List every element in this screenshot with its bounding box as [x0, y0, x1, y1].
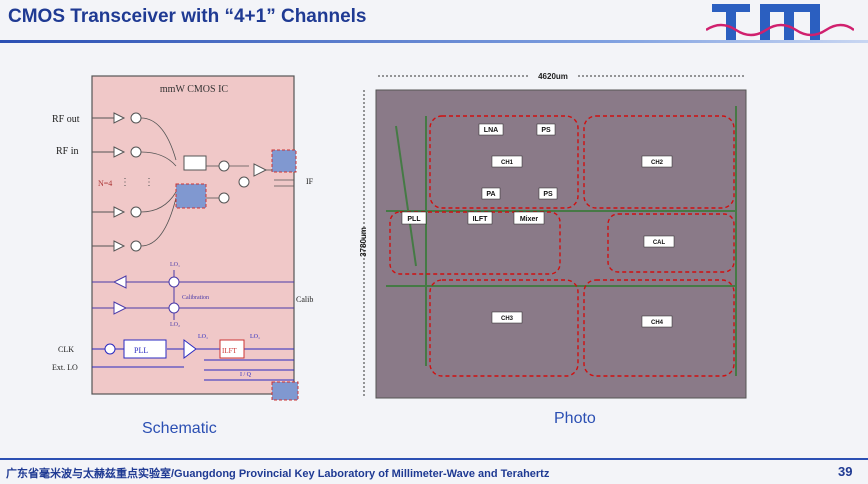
chip-photo: 4620um 3780um LNA PS CH1 PA PS CH2 PLL — [359, 69, 747, 399]
pll-photo-label: PLL — [407, 216, 421, 223]
height-dimension: 3780um — [359, 227, 368, 257]
footer-divider — [0, 458, 868, 460]
die-area — [375, 89, 747, 399]
ch1-region — [429, 115, 579, 209]
lab-logo — [706, 4, 854, 40]
calib-if-label: Calib. IF — [296, 295, 314, 304]
width-dimension: 4620um — [538, 72, 568, 81]
ch3-label: CH3 — [501, 316, 514, 322]
lo1-label: LO₁ — [170, 262, 180, 268]
pll-label: PLL — [134, 346, 148, 355]
calibration-label: Calibration — [182, 295, 209, 301]
clk-label: CLK — [58, 345, 74, 354]
ch1-label: CH1 — [501, 160, 514, 166]
pa-label: PA — [486, 191, 495, 198]
title-divider — [0, 40, 868, 43]
ch4-label: CH4 — [651, 320, 664, 326]
photo-caption: Photo — [554, 410, 596, 427]
if-block-highlight — [271, 149, 297, 173]
svg-text:⋮: ⋮ — [144, 177, 154, 188]
rf-out-label: RF out — [52, 114, 80, 125]
ps-label-top: PS — [541, 127, 551, 134]
footer-text: 广东省毫米波与太赫兹重点实验室/Guangdong Provincial Key… — [6, 468, 550, 480]
ps-label-bottom: PS — [543, 191, 553, 198]
rf-in-label: RF in — [56, 146, 79, 157]
ext-lo-label: Ext. LO — [52, 363, 78, 372]
schematic-diagram: mmW CMOS IC RF out RF in N=4 ⋮ ⋮ — [52, 75, 314, 401]
ilft-photo-label: ILFT — [473, 216, 488, 223]
ilft-block — [219, 339, 245, 359]
lo-b-label: LO₁ — [250, 334, 260, 340]
if-label: IF — [306, 177, 314, 186]
pll-region — [389, 211, 561, 275]
lna-label: LNA — [484, 127, 498, 134]
cal-region — [607, 213, 735, 273]
highlight-block — [175, 183, 207, 209]
ch2-region — [583, 115, 735, 209]
ch4-region — [583, 279, 735, 377]
chip-title: mmW CMOS IC — [160, 84, 228, 95]
svg-text:⋮: ⋮ — [120, 177, 130, 188]
iq-label: I / Q — [240, 372, 252, 378]
lo2-label: LO₂ — [170, 322, 180, 328]
ilft-label: ILFT — [222, 347, 238, 355]
ch2-label: CH2 — [651, 160, 664, 166]
lo-a-label: LO₁ — [198, 334, 208, 340]
schematic-caption: Schematic — [142, 420, 217, 437]
n-label: N=4 — [98, 179, 112, 188]
mixer-label: Mixer — [520, 216, 539, 223]
pll-block — [123, 339, 167, 359]
output-block-highlight — [271, 381, 299, 401]
ch3-region — [429, 279, 579, 377]
cal-label: CAL — [653, 240, 666, 246]
page-number: 39 — [838, 464, 853, 479]
slide-title: CMOS Transceiver with “4+1” Channels — [8, 6, 367, 27]
